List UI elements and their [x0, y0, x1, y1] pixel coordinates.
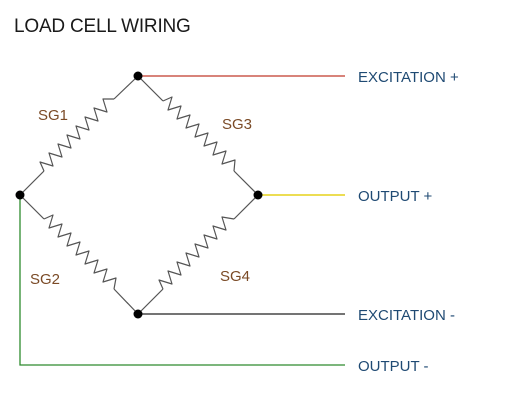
sg2-label: SG2	[30, 271, 60, 288]
sg2-resistor	[19, 194, 139, 315]
sg3-resistor	[137, 75, 259, 196]
sg4-label: SG4	[220, 268, 250, 285]
left-node	[15, 190, 25, 200]
sg1-resistor	[19, 75, 139, 196]
page-title: LOAD CELL WIRING	[14, 16, 191, 37]
output-plus-label: OUTPUT +	[358, 188, 433, 205]
sg4-resistor	[137, 194, 259, 315]
excitation-minus-label: EXCITATION -	[358, 307, 455, 324]
sg3-label: SG3	[222, 116, 252, 133]
right-node	[253, 190, 263, 200]
bottom-node	[133, 309, 143, 319]
output-minus-wire	[19, 195, 345, 366]
top-node	[133, 71, 143, 81]
output-minus-label: OUTPUT -	[358, 358, 429, 375]
excitation-plus-label: EXCITATION +	[358, 69, 459, 86]
sg1-label: SG1	[38, 107, 68, 124]
